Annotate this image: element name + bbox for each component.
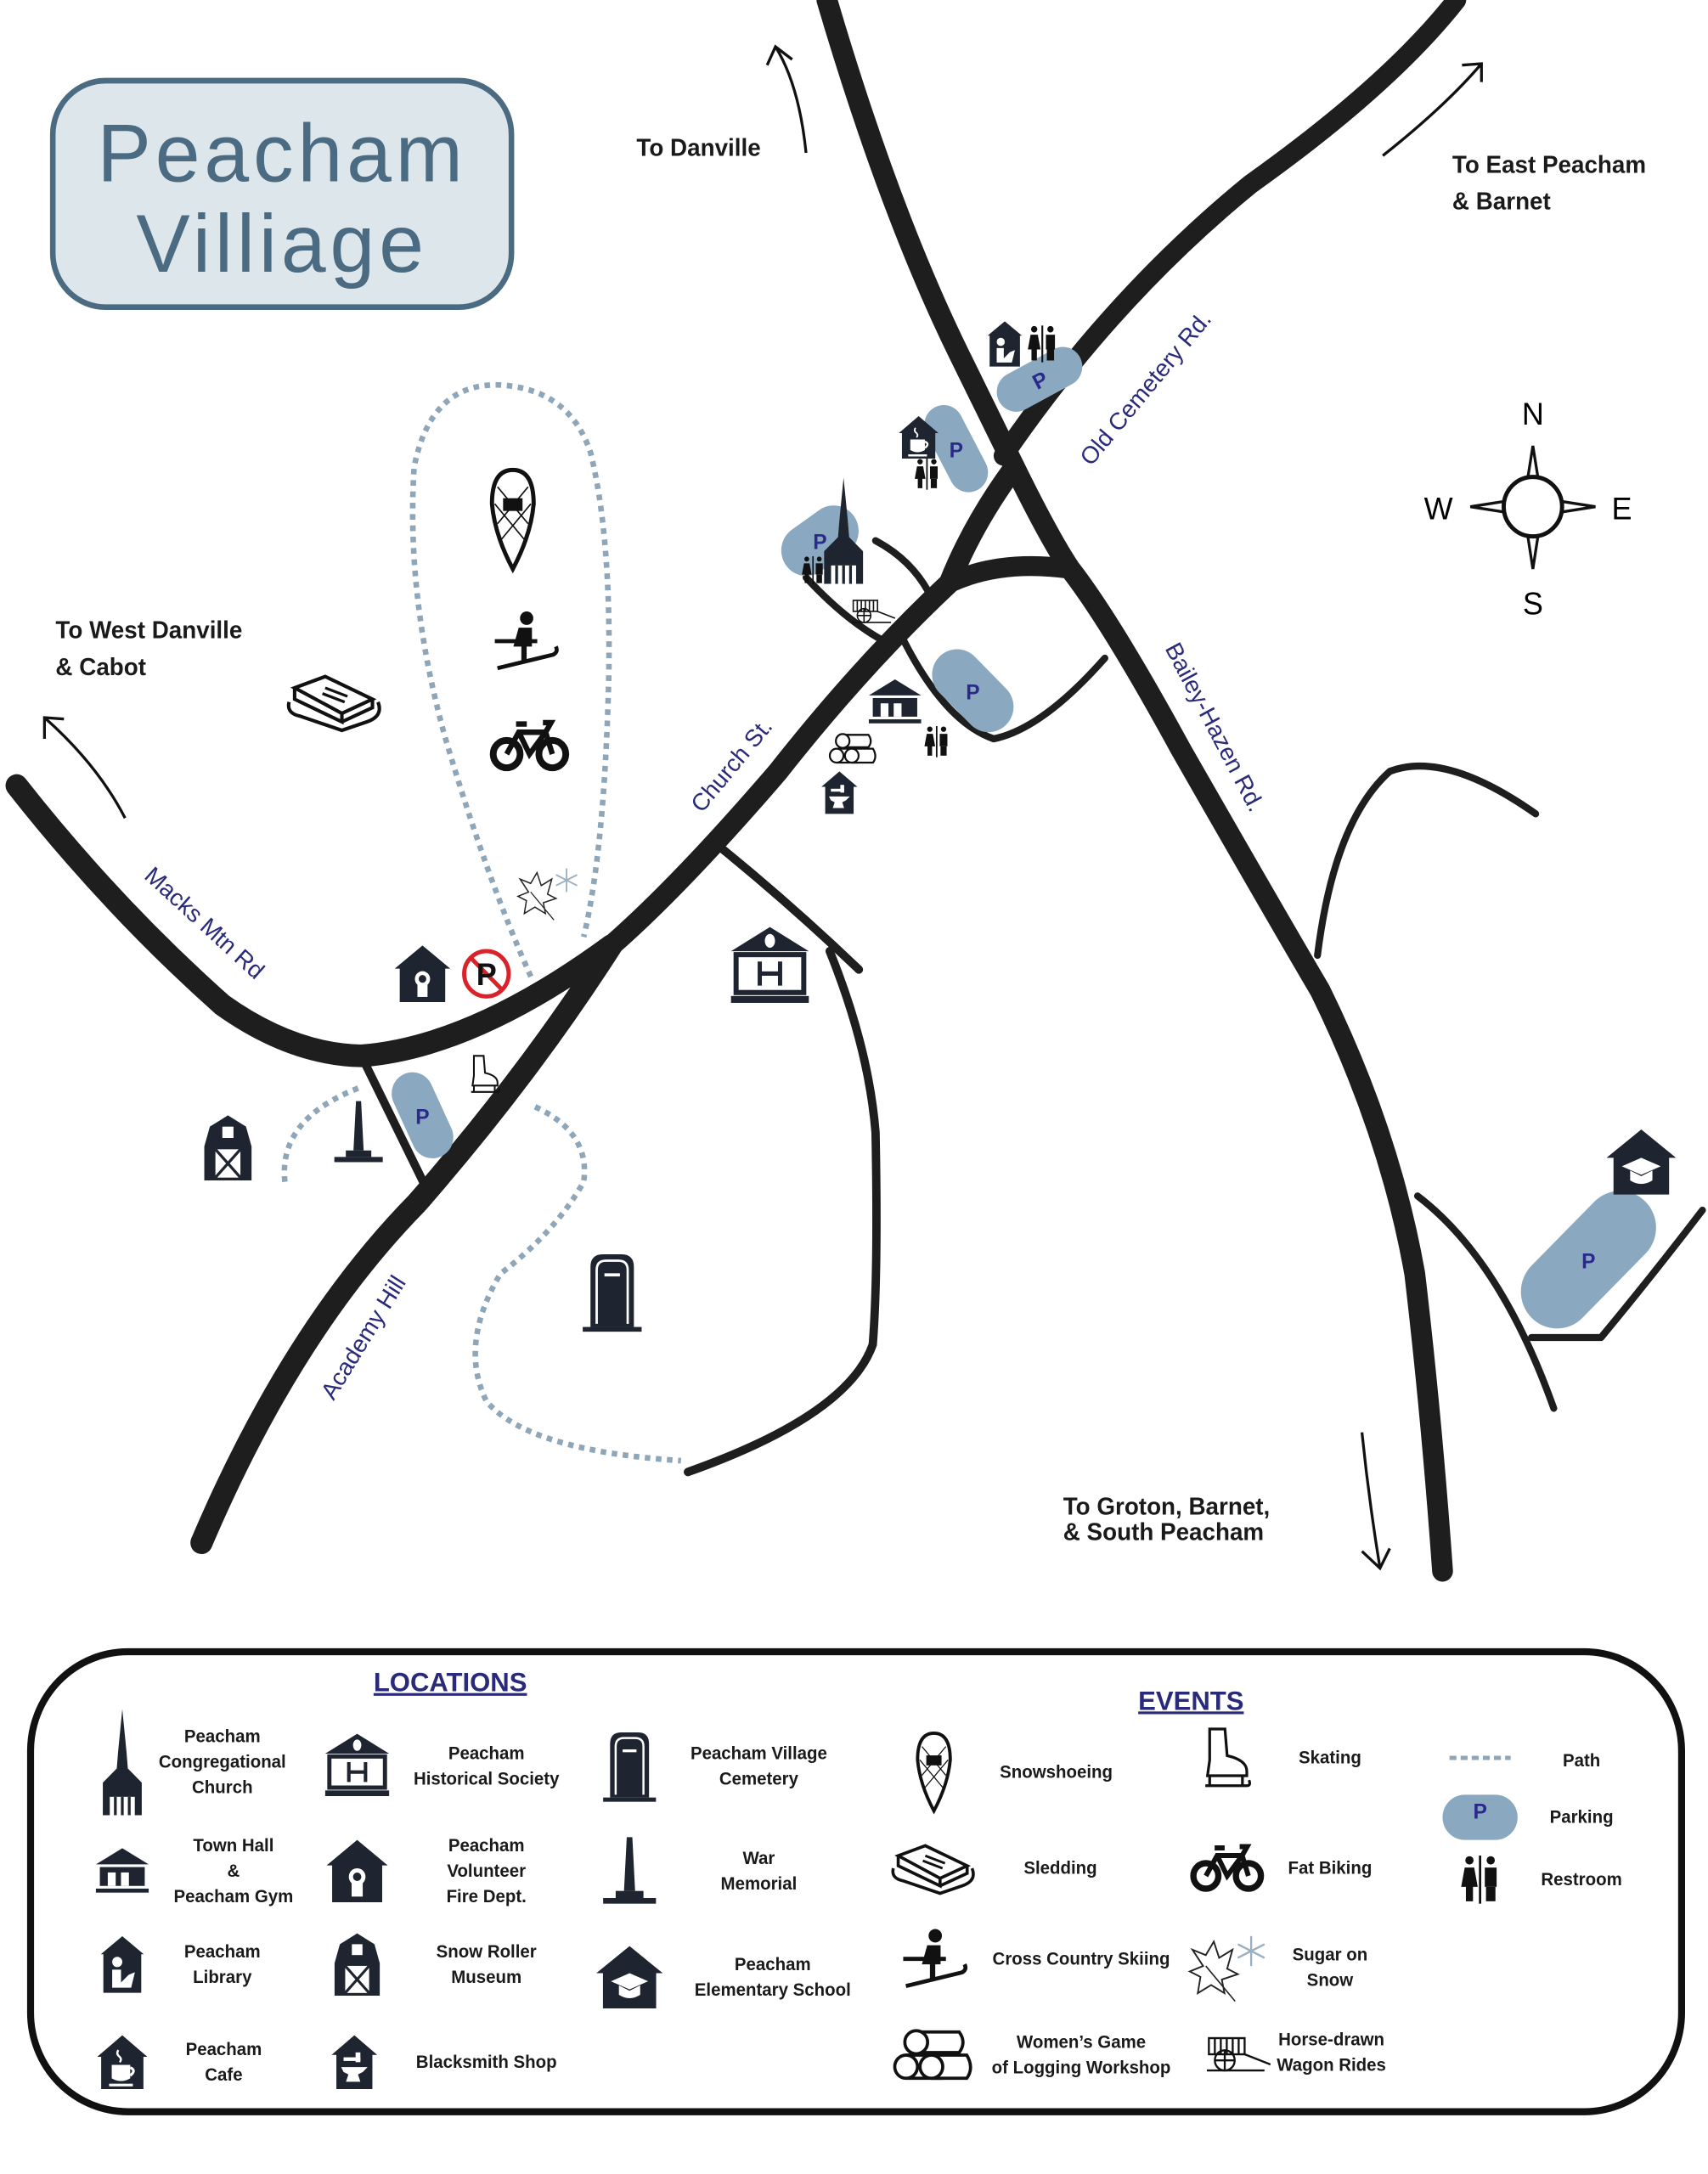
svg-text:P: P [415,1106,429,1129]
cemetery-icon [601,1731,657,1803]
legend-label: Restroom [1541,1870,1621,1890]
parking-icon: P [1442,1794,1518,1840]
legend-label: Skating [1299,1749,1361,1768]
svg-text:P: P [813,531,826,554]
legend-label: Blacksmith Shop [416,2053,557,2072]
fire-dept-icon[interactable] [394,945,451,1002]
title-line-1: Peacham [98,108,467,200]
no-parking-letter: P [476,957,497,992]
parking-library: P [996,346,1083,412]
compass-n: N [1522,397,1544,431]
map-title: Peacham Villiage [49,77,515,310]
barn-icon[interactable] [205,1115,252,1180]
sled-icon [289,677,380,730]
wagon-icon [851,600,896,623]
compass-rose: N S W E [1424,397,1632,622]
restroom-icon [924,726,948,758]
to-danville-label: To Danville [636,134,760,161]
blacksmith-icon[interactable] [821,771,858,814]
bike-icon [493,723,566,768]
parking-town-hall: P [932,649,1014,733]
legend-label: Path [1563,1751,1600,1771]
arrow-northeast-icon [1382,62,1483,157]
parking-academy: P [392,1072,454,1159]
to-west-danville-label: To West Danville& Cabot [55,617,242,680]
skier-icon [495,611,557,668]
locations-title: LOCATIONS [374,1667,527,1697]
library-icon[interactable] [987,321,1023,367]
legend-label: Sledding [1023,1859,1096,1878]
svg-text:P: P [1473,1800,1486,1823]
no-parking-icon: P [462,949,511,999]
compass-s: S [1523,586,1543,621]
legend-label: Fat Biking [1288,1859,1373,1878]
direction-arrows [42,44,1483,1571]
logs-icon [828,733,877,764]
skate-icon [470,1055,501,1094]
cemetery-icon[interactable] [581,1253,644,1333]
legend-label: Parking [1550,1808,1614,1828]
logs-icon [894,2030,970,2078]
parking-areas: P P P P P P [392,346,1656,1329]
compass-e: E [1612,491,1632,526]
legend-label: Town Hall&Peacham Gym [173,1836,293,1906]
svg-text:P: P [1581,1250,1595,1273]
arrow-northwest-icon [42,716,127,819]
parking-cafe: P [924,405,989,493]
map-icons: P [205,321,1677,1333]
svg-text:P: P [950,439,963,462]
restroom-icon [1461,1856,1497,1904]
compass-w: W [1424,491,1454,526]
events-title: EVENTS [1138,1686,1243,1715]
to-groton-label: To Groton, Barnet,& South Peacham [1063,1493,1271,1545]
school-icon[interactable] [1606,1129,1677,1195]
title-line-2: Villiage [136,198,427,290]
macks-mtn-rd-label: Macks Mtn Rd [140,862,270,984]
svg-text:P: P [966,681,979,704]
arrow-south-icon [1360,1432,1391,1571]
historical-society-icon[interactable] [731,927,809,1003]
arrow-north-icon [765,44,808,154]
legend-label: Snowshoeing [1000,1762,1113,1782]
restroom-icon [915,459,939,490]
parking-school: P [1520,1191,1656,1329]
war-memorial-icon[interactable] [334,1101,383,1163]
to-east-peacham-label: To East Peacham& Barnet [1452,151,1646,215]
leaf-snow-icon [516,867,578,921]
restroom-icon [802,556,823,585]
trails [281,381,681,1464]
legend-label: Cross Country Skiing [993,1949,1170,1968]
snowshoe-icon [492,470,533,569]
roads [5,0,1706,1582]
town-hall-icon[interactable] [868,679,922,724]
